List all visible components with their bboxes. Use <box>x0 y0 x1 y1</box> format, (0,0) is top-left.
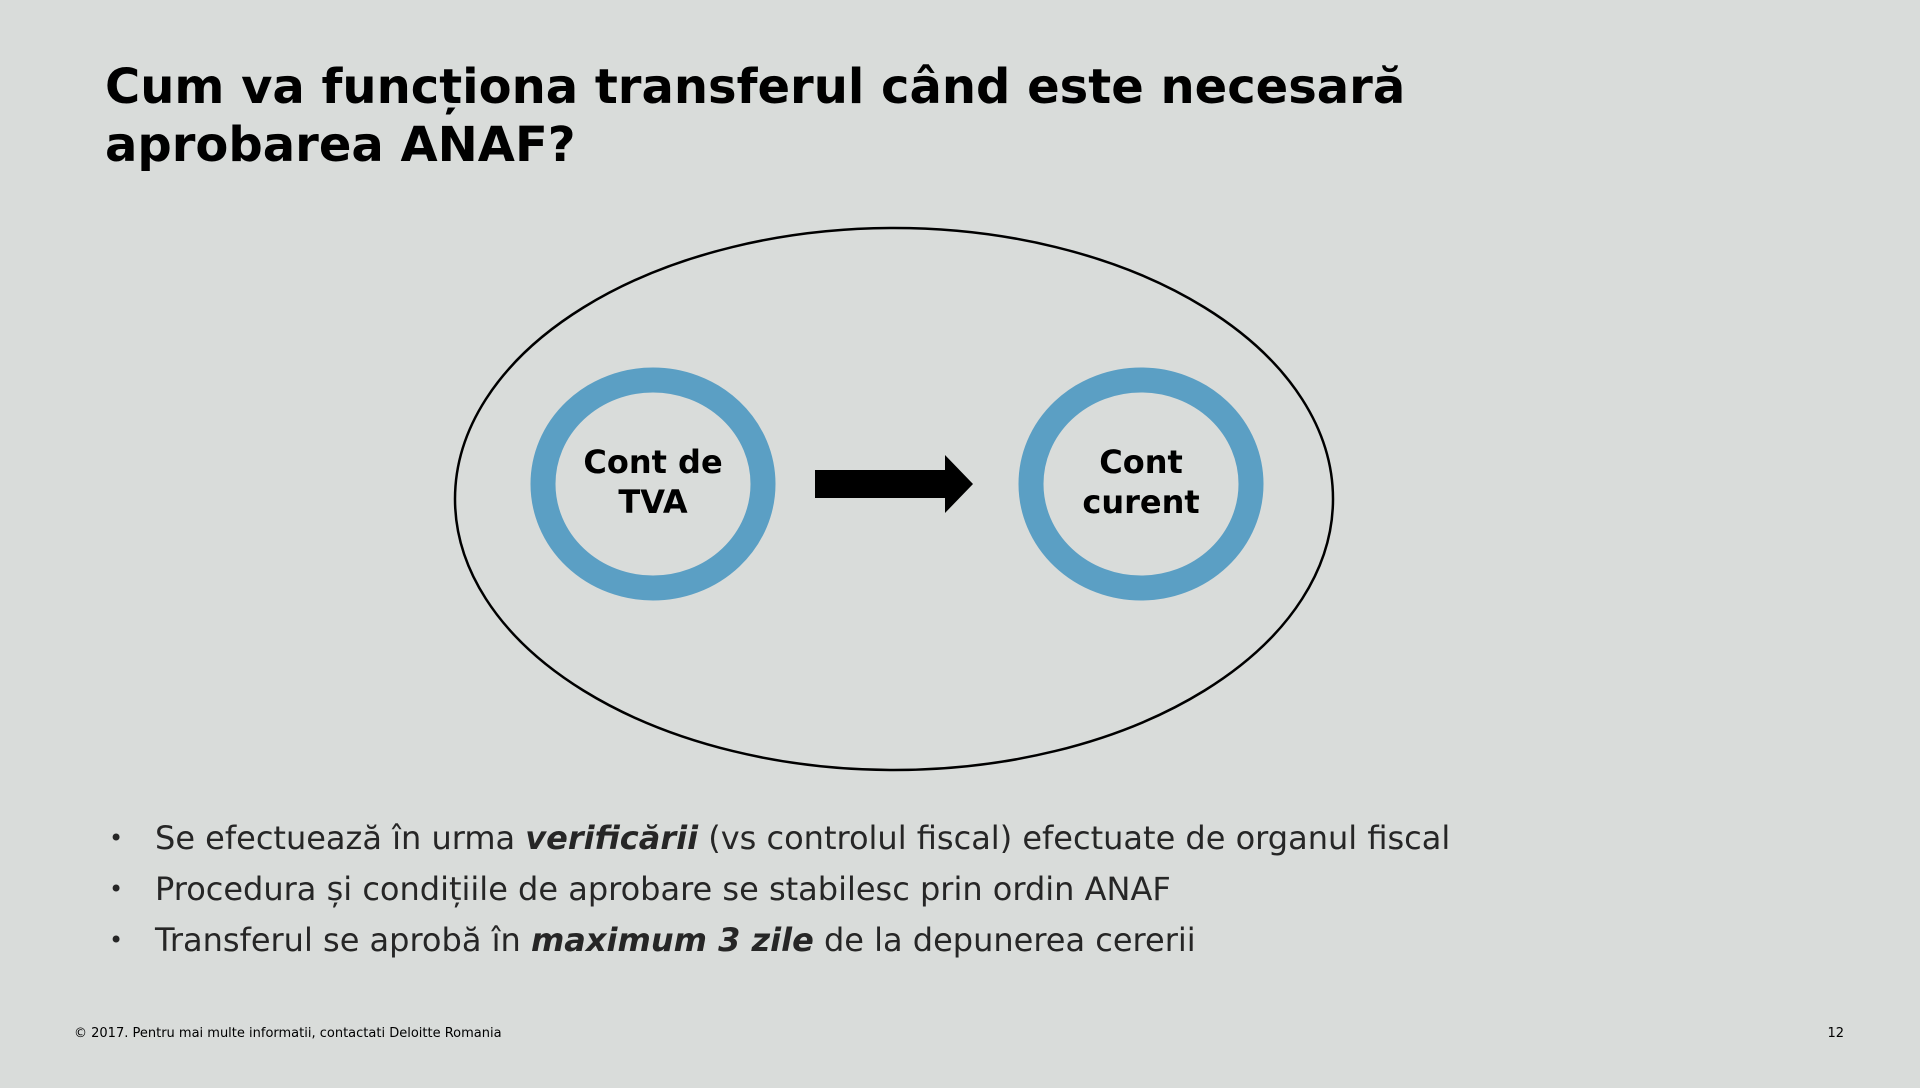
bullet-dot: • <box>109 926 124 954</box>
bullet-text: Transferul se aprobă în <box>155 921 531 959</box>
bullet-item: •Transferul se aprobă în maximum 3 zile … <box>105 915 1450 966</box>
bullet-text: (vs controlul fiscal) efectuate de organ… <box>698 819 1451 857</box>
outer-ellipse <box>453 226 1335 772</box>
slide-title-line-2: aprobarea ANAF? <box>105 117 576 173</box>
slide-title: Cum va funcționa transferul când este ne… <box>105 58 1505 174</box>
current-account-ring <box>1018 367 1264 601</box>
bullet-emphasis: maximum 3 zile <box>530 921 814 959</box>
bullet-dot: • <box>109 875 124 903</box>
page-number: 12 <box>1827 1026 1844 1041</box>
current-account-label-line-2: curent <box>1082 483 1199 521</box>
bullet-text: Se efectuează în urma <box>155 819 526 857</box>
transfer-arrow-icon <box>815 455 973 513</box>
bullet-item: • Se efectuează în urma verificării (vs c… <box>105 813 1450 864</box>
current-account-label-line-1: Cont <box>1099 443 1183 481</box>
bullet-emphasis: verificării <box>525 819 699 857</box>
bullet-text: Procedura și condițiile de aprobare se s… <box>155 870 1171 908</box>
bullet-list: • Se efectuează în urma verificării (vs c… <box>105 813 1450 966</box>
bullet-dot: • <box>109 824 124 852</box>
bullet-item: • Procedura și condițiile de aprobare se … <box>105 864 1450 915</box>
vat-account-label-line-1: Cont de <box>583 443 722 481</box>
bullet-text: de la depunerea cererii <box>813 921 1196 959</box>
vat-account-ring <box>530 367 776 601</box>
slide-title-line-1: Cum va funcționa transferul când este ne… <box>105 59 1406 115</box>
footer-copyright: © 2017. Pentru mai multe informatii, con… <box>74 1026 502 1041</box>
vat-account-label-line-2: TVA <box>618 483 687 521</box>
